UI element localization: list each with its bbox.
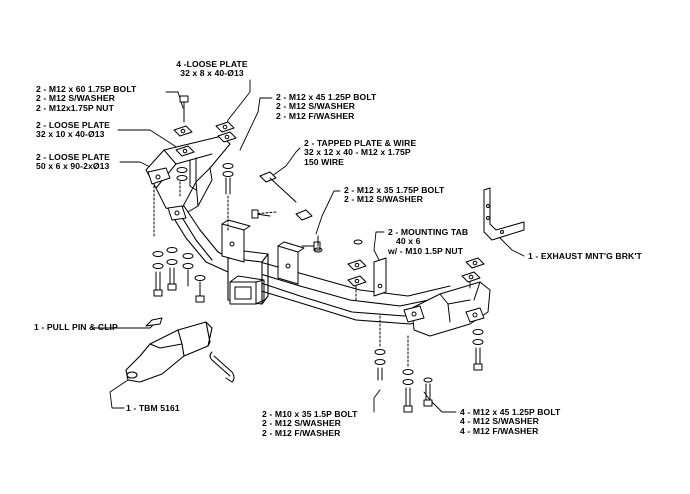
right-side-bracket bbox=[403, 281, 491, 337]
tapped-plate-wire bbox=[253, 171, 313, 221]
receiver-tube bbox=[229, 275, 265, 305]
mid-mount-plates bbox=[221, 219, 305, 285]
left-side-bracket bbox=[145, 135, 231, 221]
exhaust-bracket bbox=[483, 187, 525, 241]
left-lower-bolts bbox=[152, 247, 206, 303]
label-mounting-tab: 2 - MOUNTING TAB 40 x 6 w/ - M10 1.5P NU… bbox=[388, 227, 469, 256]
label-bolt-35: 2 - M12 x 35 1.75P BOLT 2 - M12 S/WASHER bbox=[344, 185, 445, 205]
pull-pin bbox=[145, 317, 235, 383]
label-bolt-45-top: 2 - M12 x 45 1.25P BOLT 2 - M12 S/WASHER… bbox=[276, 92, 377, 121]
label-bolt-m10: 2 - M10 x 35 1.5P BOLT 2 - M12 S/WASHER … bbox=[262, 409, 358, 438]
right-upper-hardware bbox=[313, 235, 485, 301]
mid-bolts bbox=[251, 209, 321, 251]
label-tbm: 1 - TBM 5161 bbox=[126, 403, 180, 413]
label-bolt-45-bottom: 4 - M12 x 45 1.25P BOLT 4 - M12 S/WASHER… bbox=[460, 407, 561, 436]
label-loose-plate-2a: 2 - LOOSE PLATE 32 x 10 x 40-Ø13 bbox=[36, 120, 110, 140]
label-loose-plate-2b: 2 - LOOSE PLATE 50 x 6 x 90-2xØ13 bbox=[36, 152, 110, 172]
label-exhaust: 1 - EXHAUST MNT'G BRK'T bbox=[528, 251, 642, 261]
hitch-cross-tube bbox=[169, 205, 457, 325]
label-loose-plate-4: 4 -LOOSE PLATE 32 x 8 x 40-Ø13 bbox=[176, 59, 248, 79]
label-tapped-plate: 2 - TAPPED PLATE & WIRE 32 x 12 x 40 - M… bbox=[304, 138, 417, 167]
top-hardware-stack bbox=[153, 95, 237, 237]
right-lower-bolts bbox=[374, 315, 484, 413]
label-bolt-60: 2 - M12 x 60 1.75P BOLT 2 - M12 S/WASHER… bbox=[36, 84, 137, 113]
ball-mount bbox=[125, 321, 213, 383]
label-pull-pin: 1 - PULL PIN & CLIP bbox=[34, 322, 118, 332]
